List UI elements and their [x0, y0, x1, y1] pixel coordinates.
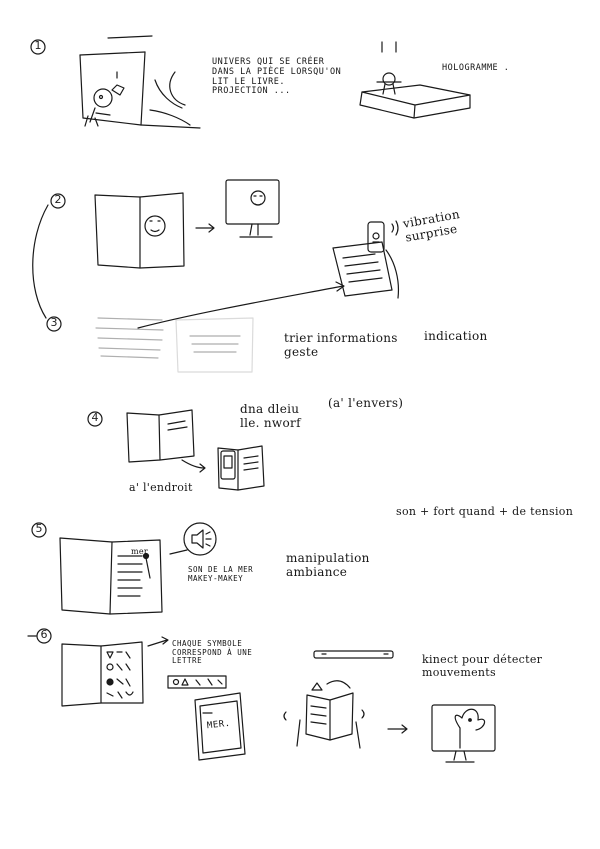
- arrow-book-to-screen: [195, 223, 215, 233]
- open-book-sketch: [94, 192, 185, 269]
- section-number-5: 5: [35, 522, 43, 535]
- note-univers-projection: UNIVERS QUI SE CRÉER DANS LA PIÈCE LORSQ…: [212, 57, 342, 97]
- book-phone-sketch: [217, 445, 265, 491]
- number-circle-5: [31, 522, 47, 538]
- note-son-plus-fort: son + fort quand + de tension: [396, 505, 574, 518]
- section-number-4: 4: [91, 411, 99, 424]
- tablet-icon: [194, 692, 246, 761]
- tree-creature-icon: [431, 704, 496, 763]
- speaker-icon: [169, 522, 217, 556]
- note-page-mer: mer: [131, 547, 149, 556]
- number-circle-1: [30, 39, 46, 55]
- note-hologramme: HOLOGRAMME .: [442, 63, 510, 73]
- paper-with-hand-sketch: [332, 241, 400, 299]
- arrow-to-note: [147, 636, 169, 647]
- phone-icon: [367, 221, 385, 253]
- arrow-to-screen: [387, 724, 408, 734]
- hologram-book-sketch: [359, 41, 471, 119]
- section-number-2: 2: [54, 193, 62, 206]
- number-circle-4: [87, 411, 103, 427]
- link-curve: [32, 204, 49, 319]
- person-reading-sketch: [283, 680, 365, 749]
- section-number-1: 1: [34, 39, 42, 52]
- faded-page-right: [175, 317, 254, 373]
- note-reversed-text: dna dleiu lle. nworf: [240, 402, 301, 430]
- number-circle-2: [50, 193, 66, 209]
- vibration-marks: [391, 220, 399, 236]
- note-son-de-la-mer: SON DE LA MER MAKEY-MAKEY: [188, 565, 254, 583]
- room-projection-sketch: [79, 35, 201, 129]
- symbol-strip: [167, 675, 227, 689]
- hologram-figure-icon: [376, 72, 402, 95]
- symbol-book-sketch: [61, 641, 144, 707]
- note-chaque-symbole: CHAQUE SYMBOLE CORRESPOND À UNE LETTRE: [172, 639, 253, 666]
- number-circle-6: [36, 628, 52, 644]
- open-book-large: [59, 537, 163, 615]
- note-a-l-envers: (a' l'envers): [328, 396, 404, 410]
- faded-page-left: [95, 317, 164, 359]
- note-a-l-endroit: a' l'endroit: [129, 481, 193, 494]
- note-indication: indication: [424, 329, 488, 343]
- number-circle-3: [46, 316, 62, 332]
- face-icon: [144, 215, 166, 237]
- note-trier-informations: trier informations geste: [284, 331, 398, 359]
- section-number-6: 6: [40, 628, 48, 641]
- monitor-icon: [225, 179, 280, 238]
- open-book-small: [126, 409, 195, 463]
- kinect-sensor-icon: [313, 650, 394, 659]
- note-manipulation-ambiance: manipulation ambiance: [286, 551, 370, 579]
- phone-icon-2: [220, 450, 236, 480]
- arrow-to-phone: [137, 281, 345, 329]
- note-kinect: kinect pour détecter mouvements: [422, 653, 543, 679]
- person-icon: [84, 71, 125, 127]
- arrow-down-right: [181, 459, 206, 473]
- section-number-3: 3: [50, 316, 58, 329]
